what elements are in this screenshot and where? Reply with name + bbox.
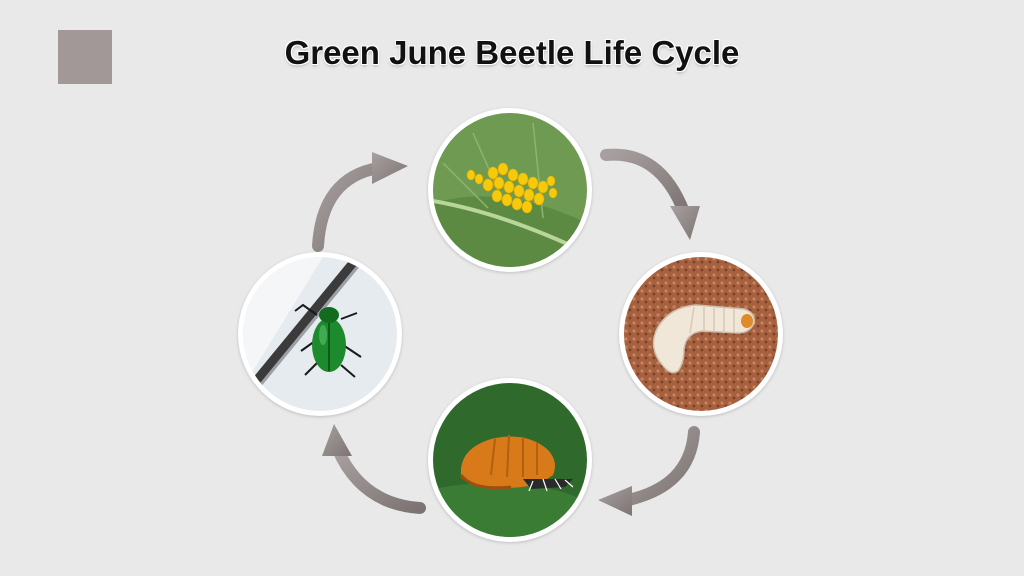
arrow-pupa-to-adult (322, 424, 426, 514)
stage-egg (428, 108, 592, 272)
page-title: Green June Beetle Life Cycle (284, 34, 740, 71)
stage-pupa (428, 378, 592, 542)
stage-larva (619, 252, 783, 416)
stage-adult (238, 252, 402, 416)
pupa-image (433, 383, 587, 537)
beetle-image (243, 257, 397, 411)
arrow-larva-to-pupa (598, 426, 700, 516)
arrow-adult-to-egg (312, 152, 408, 252)
arrow-egg-to-larva (600, 148, 700, 240)
grub-image (624, 257, 778, 411)
accent-square (58, 30, 112, 84)
egg-cluster-image (433, 113, 587, 267)
